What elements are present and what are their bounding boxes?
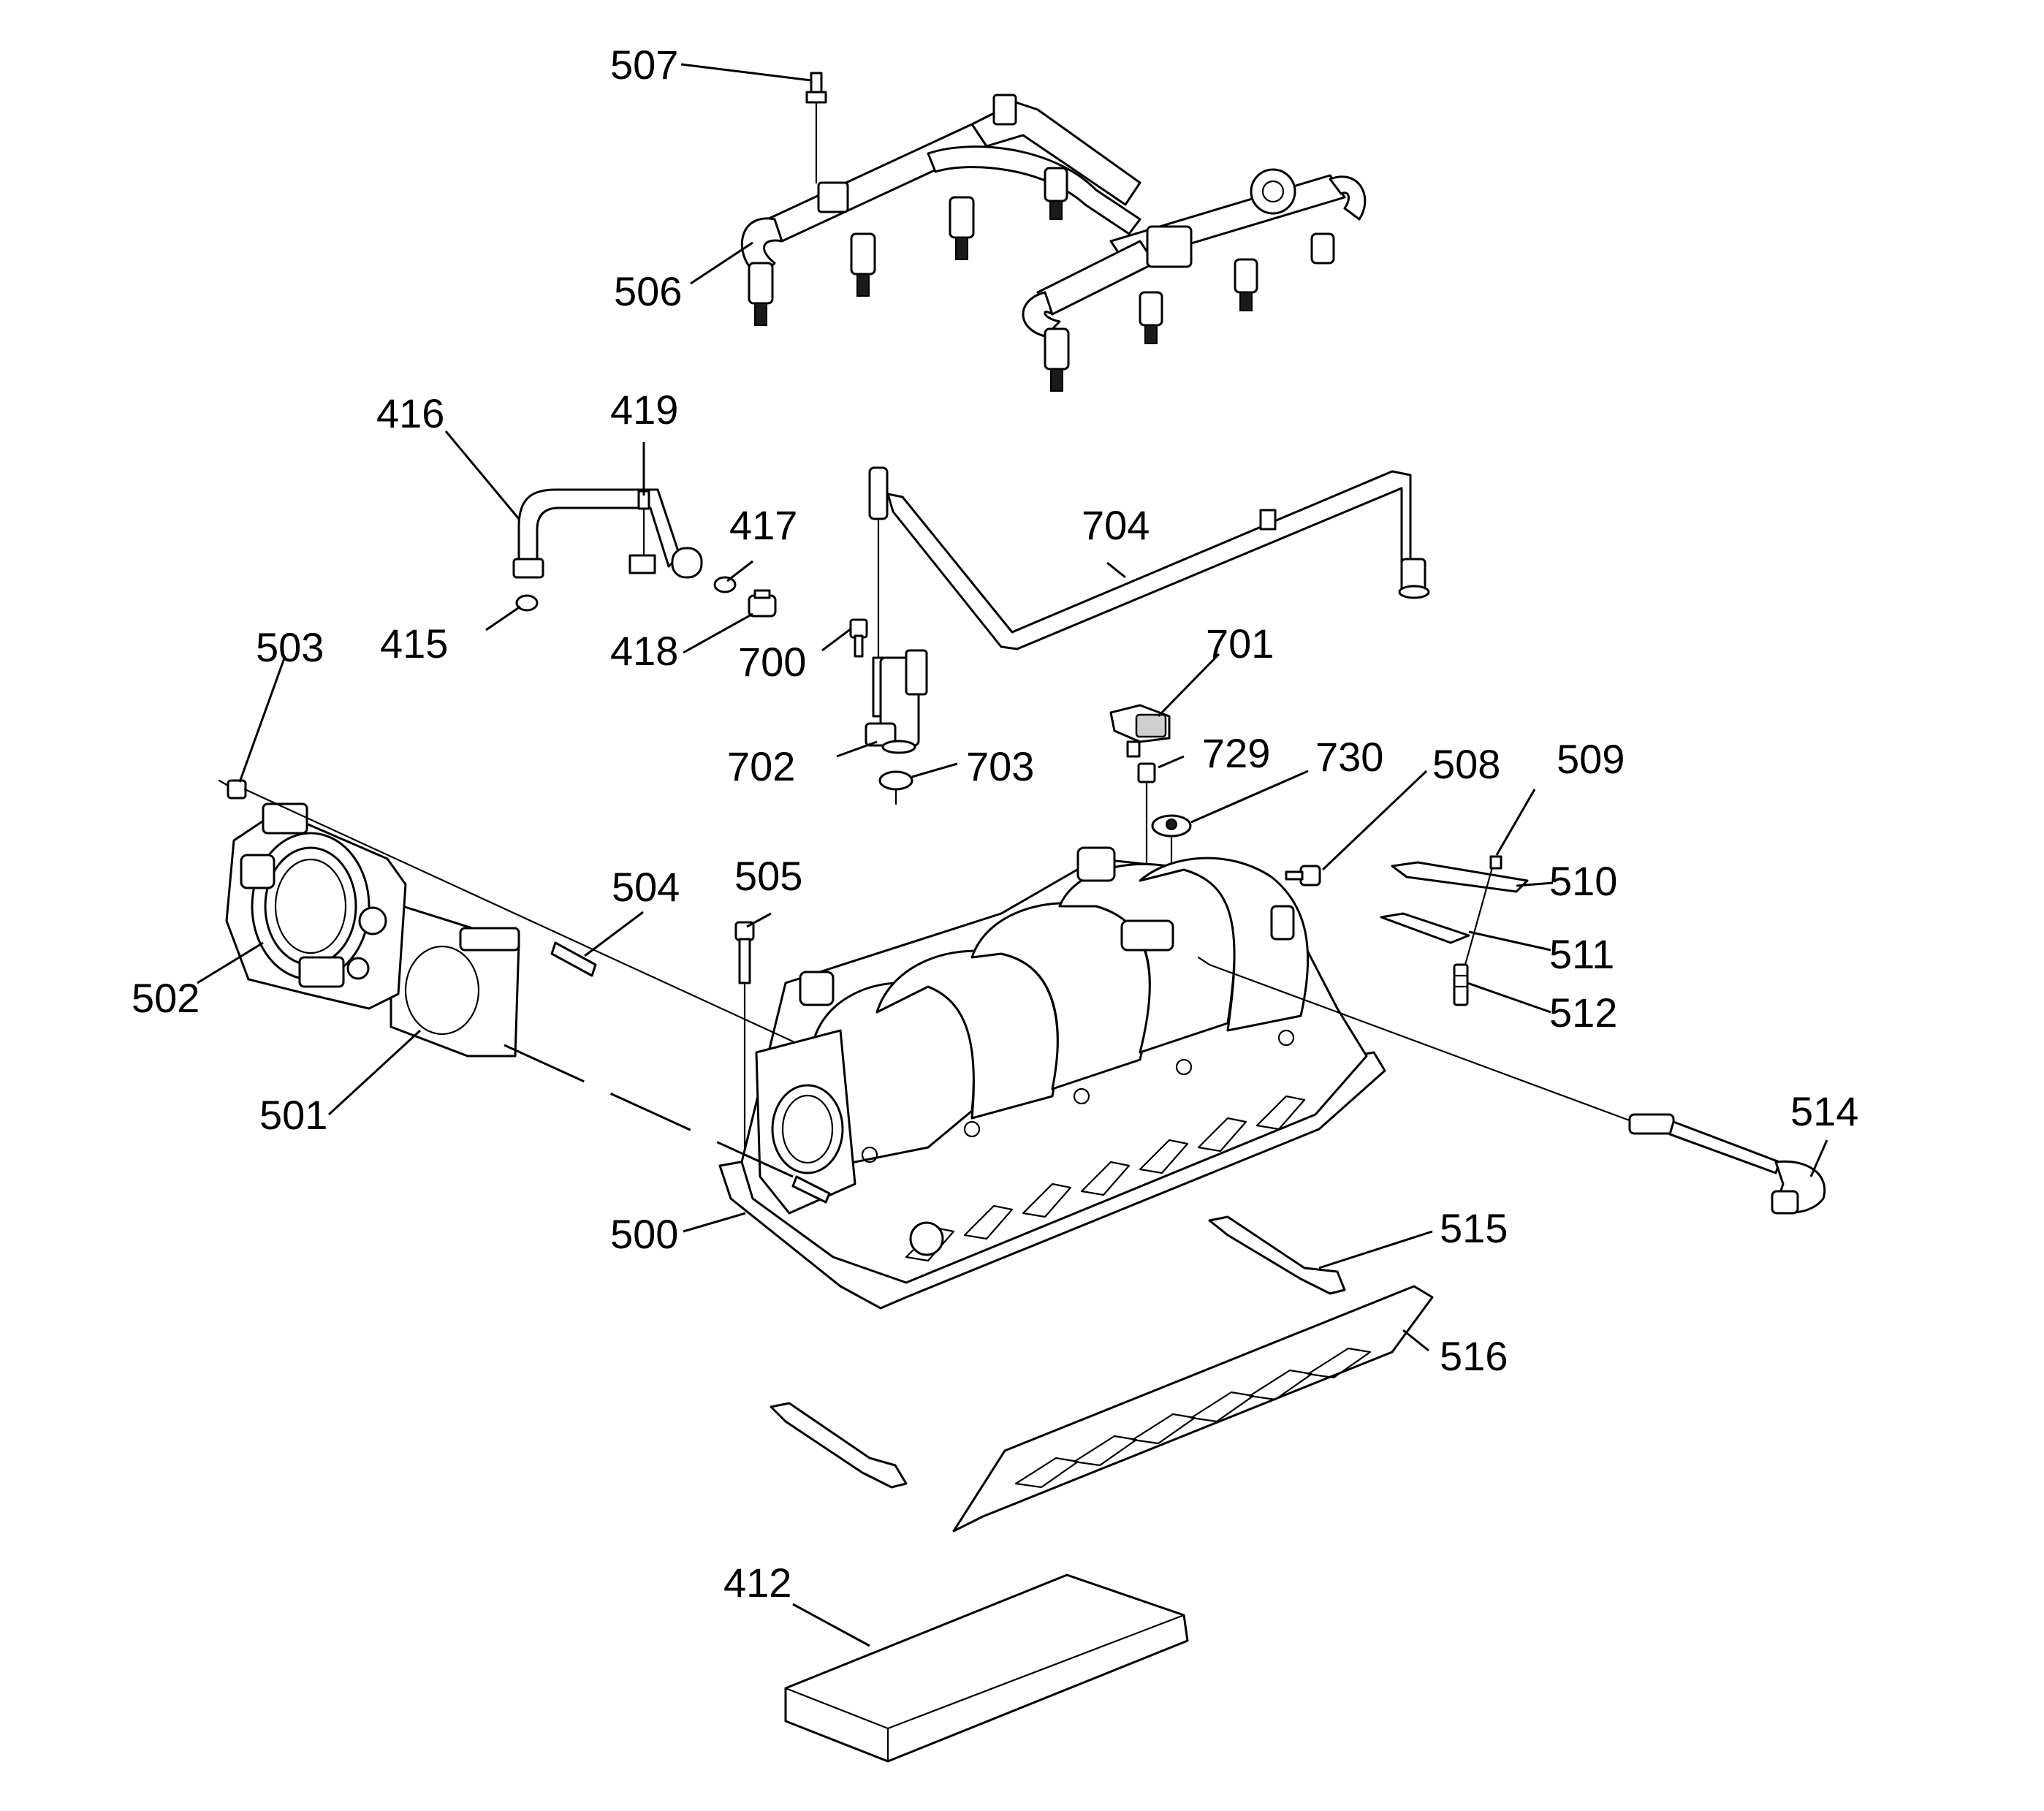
solenoid-seal (878, 770, 913, 791)
callout-508: 508 (1432, 741, 1500, 787)
callout-516: 516 (1440, 1333, 1508, 1379)
manifold-gasket-clip (770, 1215, 1346, 1489)
map-sensor-retainer (1151, 814, 1192, 926)
callout-labels: 507 506 416 419 417 415 418 704 700 701 … (132, 42, 1858, 1606)
callout-730: 730 (1315, 734, 1383, 780)
fuel-rail-bolt (805, 72, 827, 184)
callout-506: 506 (614, 268, 682, 314)
fuel-rail-assembly (740, 94, 1367, 392)
sensor-seal (1380, 912, 1470, 944)
callout-412: 412 (723, 1560, 791, 1606)
callout-417: 417 (729, 502, 797, 548)
callout-511: 511 (1549, 931, 1614, 977)
throttle-body-gasket (390, 901, 520, 1058)
callout-700: 700 (738, 639, 806, 685)
callout-510: 510 (1549, 858, 1617, 904)
port-cap (748, 589, 777, 618)
callout-514: 514 (1790, 1088, 1858, 1134)
map-sensor (1109, 704, 1171, 758)
sensor-stud (1453, 963, 1469, 1006)
evap-purge-pipe (886, 470, 1423, 650)
callout-415: 415 (380, 620, 448, 667)
callout-729: 729 (1202, 730, 1270, 776)
intake-manifold (718, 846, 1386, 1310)
callout-515: 515 (1440, 1205, 1508, 1251)
throttle-body (225, 802, 407, 1010)
callout-416: 416 (376, 390, 444, 436)
o-ring (713, 576, 737, 593)
callout-504: 504 (612, 864, 680, 910)
leader-lines (197, 63, 1828, 1647)
callout-418: 418 (610, 628, 678, 674)
manifold-gasket (952, 1285, 1434, 1533)
vacuum-fitting (1285, 865, 1321, 886)
pcv-tube-bolt (637, 490, 650, 557)
valley-cover (784, 1573, 1189, 1763)
solenoid-bolt (849, 618, 868, 658)
callout-703: 703 (966, 743, 1034, 789)
pcv-tube (512, 488, 703, 579)
callout-701: 701 (1206, 620, 1274, 667)
callout-503: 503 (256, 624, 324, 670)
callout-704: 704 (1082, 502, 1150, 548)
throttle-body-stud (550, 941, 831, 1204)
sensor-harness (1208, 963, 1826, 1215)
fuel-injector (748, 167, 1335, 392)
callout-502: 502 (132, 975, 200, 1021)
callout-702: 702 (727, 743, 795, 789)
callout-509: 509 (1557, 736, 1625, 782)
throttle-body-nut (218, 779, 247, 800)
pcv-o-ring (515, 594, 539, 612)
map-sensor-seal (1137, 762, 1156, 783)
evap-purge-solenoid (865, 466, 928, 754)
callout-419: 419 (610, 387, 678, 433)
callout-507: 507 (610, 42, 678, 88)
callout-501: 501 (259, 1092, 327, 1138)
manifold-bolt (734, 921, 755, 1149)
callout-500: 500 (610, 1211, 678, 1257)
sensor-bracket (1391, 861, 1529, 893)
callout-505: 505 (734, 853, 802, 899)
callout-512: 512 (1549, 990, 1617, 1036)
